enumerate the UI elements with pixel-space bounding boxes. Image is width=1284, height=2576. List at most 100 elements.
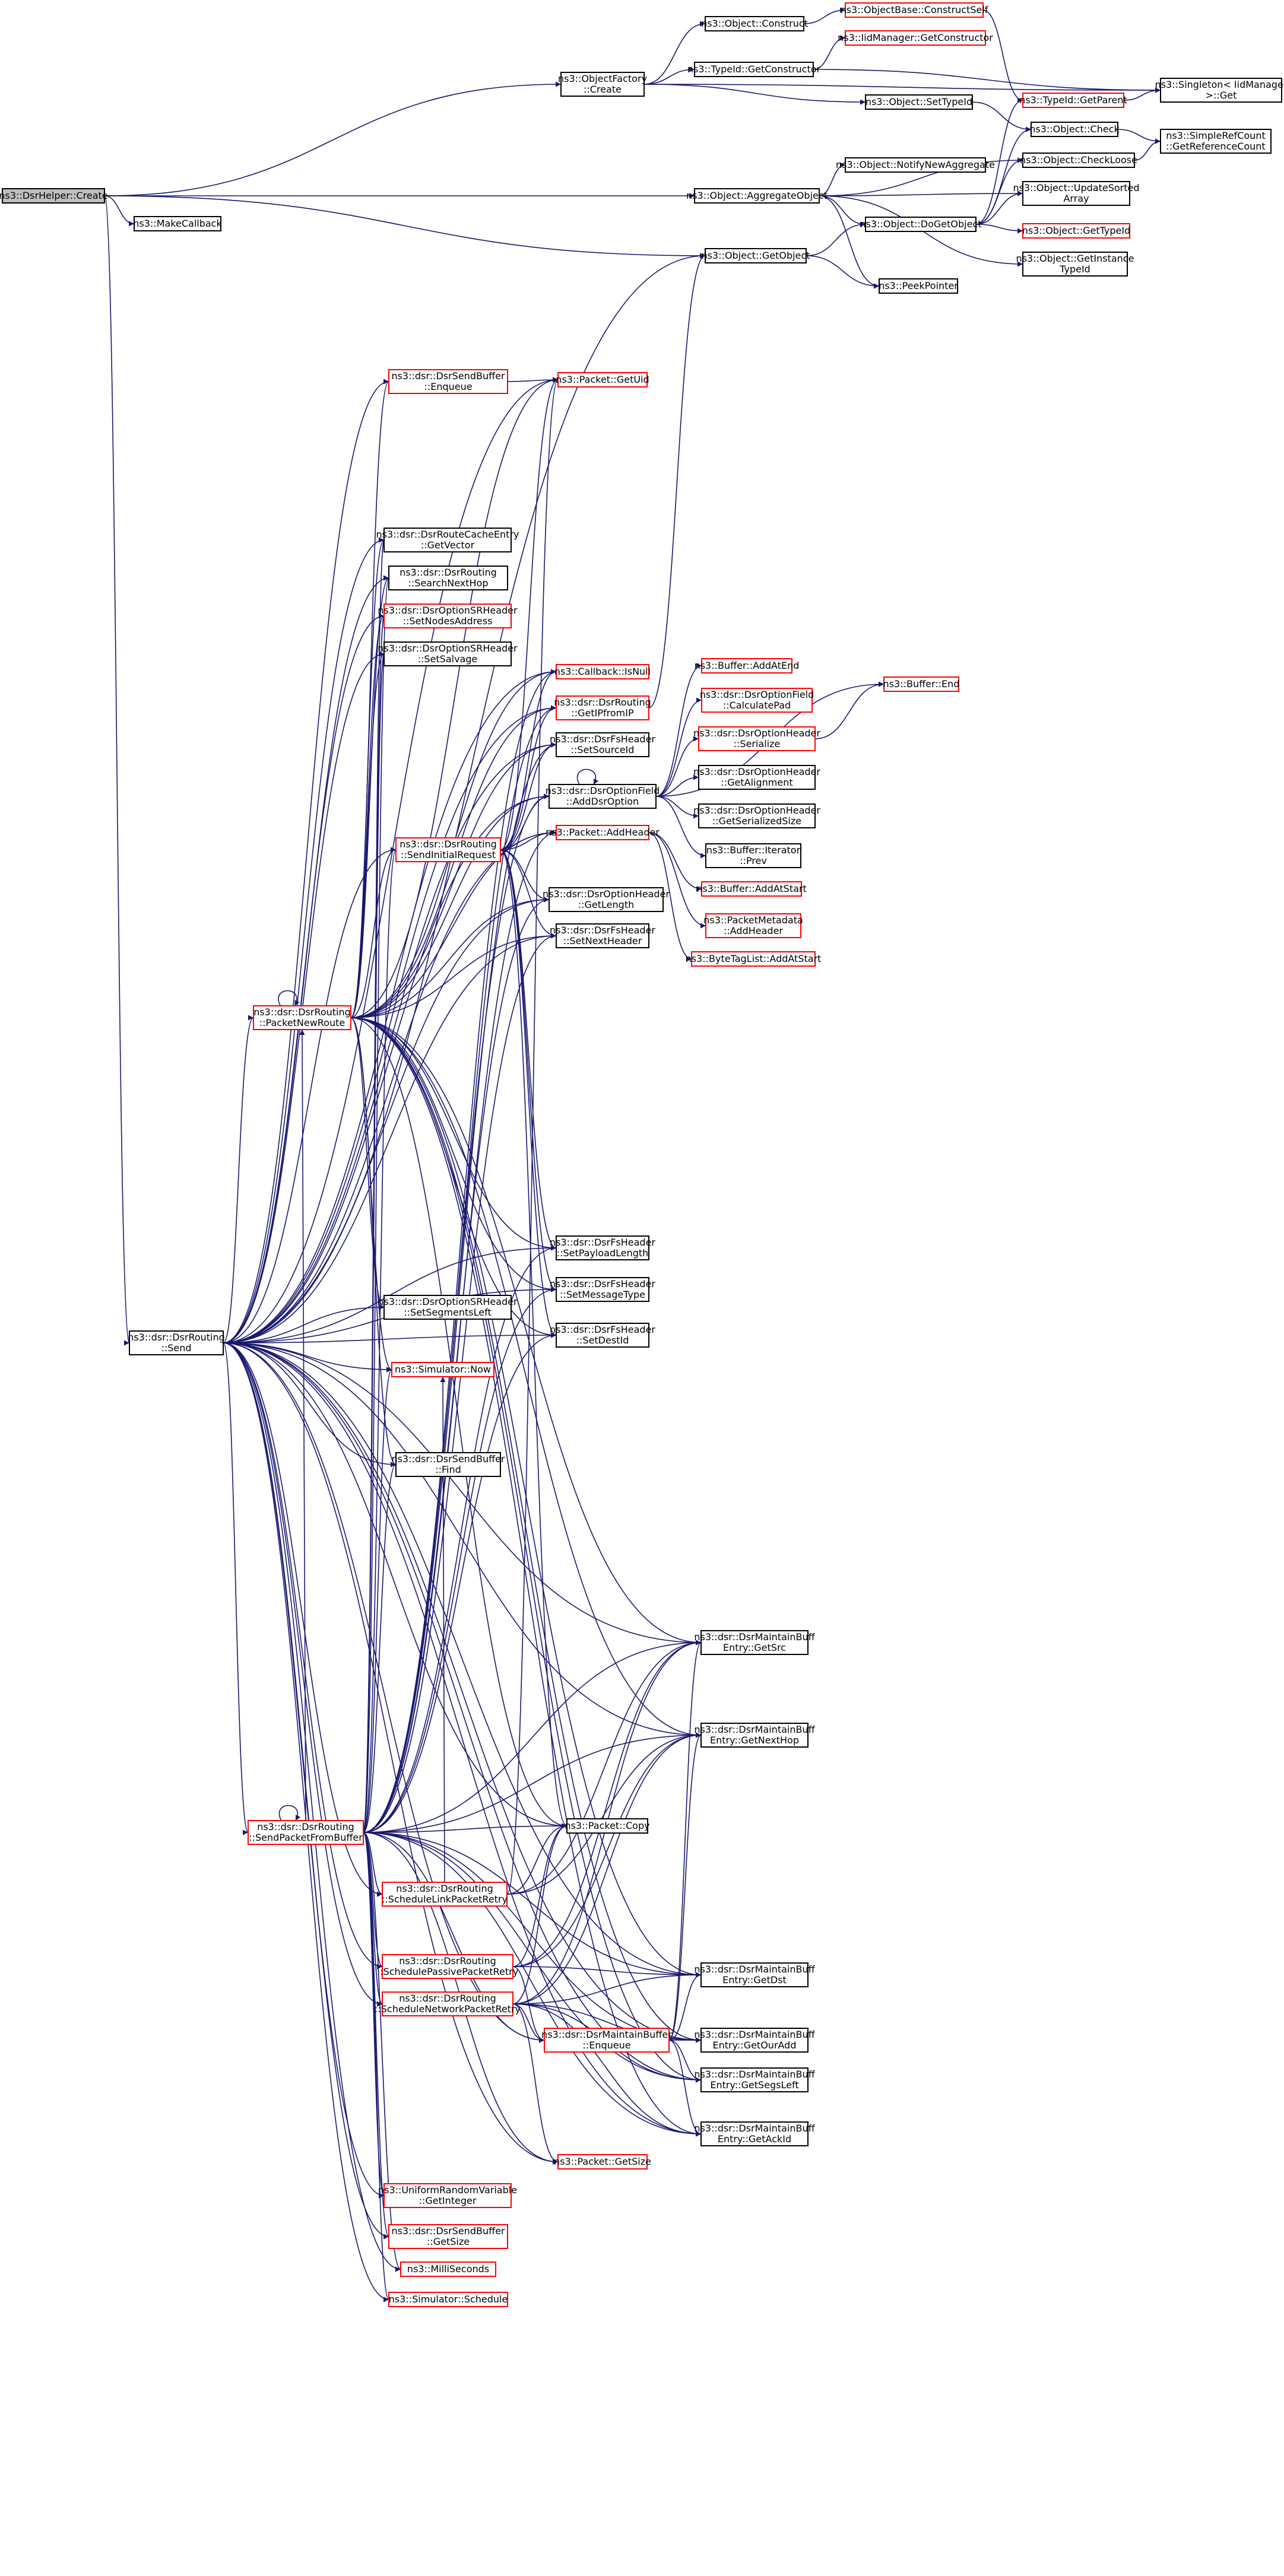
node-buf_addatstart[interactable]: ns3::Buffer::AddAtStart (696, 881, 807, 897)
node-btl_addatstart[interactable]: ns3::ByteTagList::AddAtStart (686, 951, 822, 967)
call-edge-packetnewroute-to-getnexthop (350, 1017, 702, 1738)
node-construct[interactable]: ns3::Object::Construct (701, 16, 808, 31)
call-edge-send-to-sendbuf_enqueue (223, 379, 389, 1343)
node-root[interactable]: ns3::DsrHelper::Create (0, 188, 108, 204)
node-now[interactable]: ns3::Simulator::Now (391, 1362, 494, 1377)
node-sendpktfrombuf[interactable]: ns3::dsr::DsrRouting::SendPacketFromBuff… (248, 1820, 364, 1845)
node-setnodesaddr[interactable]: ns3::dsr::DsrOptionSRHeader::SetNodesAdd… (378, 603, 518, 628)
node-setsalvage[interactable]: ns3::dsr::DsrOptionSRHeader::SetSalvage (378, 641, 518, 666)
node-box (700, 2028, 809, 2053)
node-label-line: ::Enqueue (582, 2040, 630, 2051)
node-label-line: Entry::GetSegsLeft (710, 2079, 798, 2091)
call-edge-sendbuf_enqueue-to-getuid (507, 377, 559, 383)
call-edge-send-to-pkt_getsize (223, 1342, 559, 2165)
node-settypeid[interactable]: ns3::Object::SetTypeId (865, 94, 973, 110)
node-singleton_get[interactable]: ns3::Singleton< IidManager>::Get (1155, 78, 1284, 103)
node-milliseconds[interactable]: ns3::MilliSeconds (400, 2261, 496, 2277)
call-edge-sendpktfrombuf-to-sendbuf_find (363, 1462, 397, 1833)
node-adddsroption[interactable]: ns3::dsr::DsrOptionField::AddDsrOption (546, 784, 660, 809)
node-getserialsize[interactable]: ns3::dsr::DsrOptionHeader::GetSerialized… (693, 803, 820, 828)
node-box (1022, 181, 1130, 206)
node-calcpad[interactable]: ns3::dsr::DsrOptionField::CalculatePad (700, 688, 814, 713)
node-box (382, 1882, 508, 1907)
call-edge-sendpktfrombuf-to-setnextheader (363, 933, 557, 1833)
node-setnextheader[interactable]: ns3::dsr::DsrFsHeader::SetNextHeader (550, 923, 655, 948)
node-iter_prev[interactable]: ns3::Buffer::Iterator::Prev (705, 843, 801, 868)
node-getuid[interactable]: ns3::Packet::GetUid (556, 372, 649, 387)
node-idmgr_getctor[interactable]: ns3::IidManager::GetConstructor (838, 30, 993, 46)
node-getvector[interactable]: ns3::dsr::DsrRouteCacheEntry::GetVector (376, 528, 519, 552)
node-getinteger[interactable]: ns3::UniformRandomVariable::GetInteger (378, 2183, 517, 2208)
node-setsourceid[interactable]: ns3::dsr::DsrFsHeader::SetSourceId (550, 732, 655, 757)
node-label-line: ns3::Buffer::End (883, 678, 960, 690)
node-schedule[interactable]: ns3::Simulator::Schedule (388, 2292, 508, 2307)
node-label-line: ns3::dsr::DsrRouting (400, 838, 497, 850)
node-box (391, 1362, 494, 1377)
node-sendbuf_enqueue[interactable]: ns3::dsr::DsrSendBuffer::Enqueue (388, 369, 508, 394)
call-edge-send-to-getsrc (223, 1342, 702, 1646)
node-check[interactable]: ns3::Object::Check (1029, 122, 1120, 137)
node-send[interactable]: ns3::dsr::DsrRouting::Send (128, 1330, 225, 1355)
node-getrefcount[interactable]: ns3::SimpleRefCount::GetReferenceCount (1160, 129, 1272, 154)
node-sendinitialreq[interactable]: ns3::dsr::DsrRouting::SendInitialRequest (395, 837, 501, 862)
node-getipfromip[interactable]: ns3::dsr::DsrRouting::GetIPfromIP (554, 695, 651, 720)
node-box (556, 825, 649, 840)
node-schednetretry[interactable]: ns3::dsr::DsrRouting::ScheduleNetworkPac… (375, 1991, 521, 2016)
node-checkloose[interactable]: ns3::Object::CheckLoose (1020, 153, 1137, 168)
node-isnull[interactable]: ns3::Callback::IsNull (554, 664, 651, 679)
node-pm_addheader[interactable]: ns3::PacketMetadata::AddHeader (703, 913, 803, 938)
node-buf_end[interactable]: ns3::Buffer::End (883, 676, 960, 692)
node-aggregate[interactable]: ns3::Object::AggregateObject (686, 188, 828, 204)
node-getparent[interactable]: ns3::TypeId::GetParent (1019, 93, 1127, 108)
node-objfactory[interactable]: ns3::ObjectFactory::Create (558, 72, 647, 97)
node-searchnexthop[interactable]: ns3::dsr::DsrRouting::SearchNextHop (388, 566, 508, 590)
node-label-line: ::GetAlignment (721, 777, 792, 788)
node-getnexthop[interactable]: ns3::dsr::DsrMaintainBuffEntry::GetNextH… (694, 1723, 816, 1748)
node-pkt_getsize[interactable]: ns3::Packet::GetSize (554, 2154, 651, 2170)
node-setsegsleft[interactable]: ns3::dsr::DsrOptionSRHeader::SetSegments… (378, 1295, 518, 1320)
node-box (383, 1295, 512, 1320)
call-edge-packetnewroute-to-getouradd (350, 1017, 702, 2043)
node-getconstructor[interactable]: ns3::TypeId::GetConstructor (687, 62, 821, 77)
node-makecallback[interactable]: ns3::MakeCallback (133, 216, 222, 231)
node-constructself[interactable]: ns3::ObjectBase::ConstructSelf (841, 2, 988, 18)
node-box (865, 94, 973, 110)
node-schedpassretry[interactable]: ns3::dsr::DsrRouting::SchedulePassivePac… (377, 1954, 518, 1979)
node-packetnewroute[interactable]: ns3::dsr::DsrRouting::PacketNewRoute (253, 1005, 351, 1030)
node-gettypeid[interactable]: ns3::Object::GetTypeId (1022, 223, 1130, 239)
node-schedlinkretry[interactable]: ns3::dsr::DsrRouting::ScheduleLinkPacket… (382, 1882, 508, 1907)
node-label-line: ::SetPayloadLength (557, 1247, 649, 1259)
node-label-line: ns3::dsr::DsrSendBuffer (391, 1453, 505, 1465)
node-serialize[interactable]: ns3::dsr::DsrOptionHeader::Serialize (693, 726, 820, 751)
node-pkt_copy[interactable]: ns3::Packet::Copy (565, 1818, 650, 1834)
node-getouradd[interactable]: ns3::dsr::DsrMaintainBuffEntry::GetOurAd… (694, 2028, 816, 2053)
call-edge-send-to-schedlinkretry (223, 1342, 383, 1897)
node-box (700, 1630, 809, 1655)
node-label-line: ::AddDsrOption (566, 796, 639, 807)
node-dogetobject[interactable]: ns3::Object::DoGetObject (860, 217, 982, 232)
call-edge-schedlinkretry-to-getuid (506, 377, 559, 1895)
node-getalignment[interactable]: ns3::dsr::DsrOptionHeader::GetAlignment (693, 765, 820, 790)
node-getobject[interactable]: ns3::Object::GetObject (702, 248, 810, 263)
node-setdestid[interactable]: ns3::dsr::DsrFsHeader::SetDestId (550, 1323, 655, 1348)
call-edge-adddsroption-to-getserialsize (655, 796, 699, 819)
node-sendbuf_find[interactable]: ns3::dsr::DsrSendBuffer::Find (391, 1452, 505, 1477)
node-setmsgtype[interactable]: ns3::dsr::DsrFsHeader::SetMessageType (550, 1277, 655, 1302)
node-getsegsleft[interactable]: ns3::dsr::DsrMaintainBuffEntry::GetSegsL… (694, 2067, 816, 2092)
node-pkt_addheader[interactable]: ns3::Packet::AddHeader (546, 825, 660, 840)
node-getlength[interactable]: ns3::dsr::DsrOptionHeader::GetLength (543, 887, 670, 912)
node-buf_addatend[interactable]: ns3::Buffer::AddAtEnd (695, 658, 800, 674)
node-label-line: ns3::Simulator::Now (395, 1364, 491, 1375)
node-notifynew[interactable]: ns3::Object::NotifyNewAggregate (836, 157, 995, 173)
node-label-line: ::Prev (740, 855, 767, 866)
node-setpayloadlen[interactable]: ns3::dsr::DsrFsHeader::SetPayloadLength (550, 1235, 655, 1260)
node-sendbuf_getsize[interactable]: ns3::dsr::DsrSendBuffer::GetSize (388, 2224, 508, 2249)
node-box (694, 188, 820, 204)
node-maint_enqueue[interactable]: ns3::dsr::DsrMaintainBuffer::Enqueue (541, 2028, 672, 2053)
node-peekpointer[interactable]: ns3::PeekPointer (879, 278, 958, 294)
